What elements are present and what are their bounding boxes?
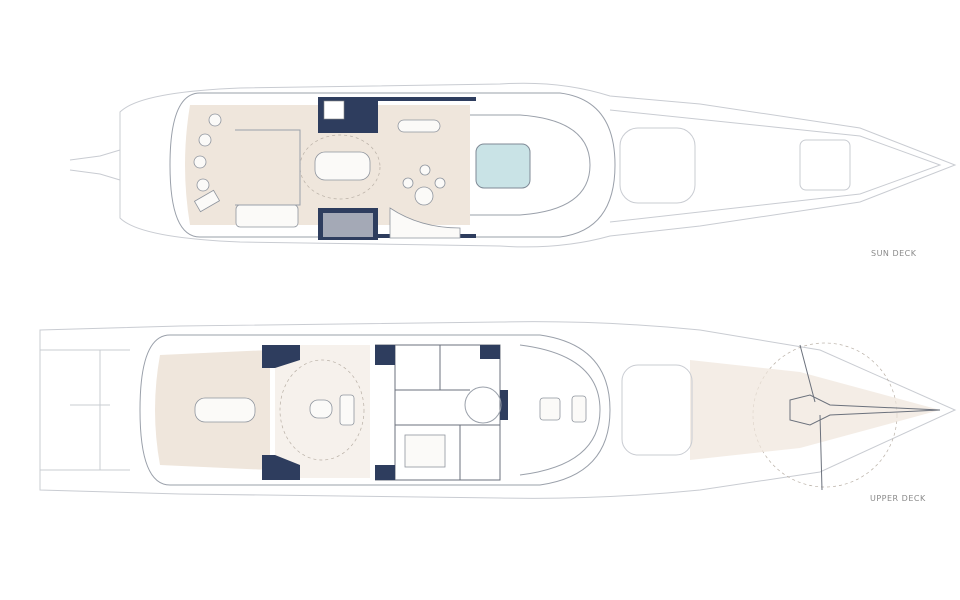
upper-deck-foredeck-floor: [690, 360, 940, 460]
upper-deck-hull-outline: [39, 321, 957, 499]
sun-deck-foredeck-line: [609, 109, 942, 223]
sun-deck-jacuzzi: [475, 143, 531, 189]
sun-deck-hatch: [799, 139, 851, 191]
sun-deck-lounge-chairs: [193, 113, 299, 228]
upper-deck-dining-table: [194, 397, 256, 423]
sun-deck-hull-outline: [119, 82, 957, 248]
sun-deck-dining-table: [314, 151, 371, 181]
upper-deck-windscreen: [621, 364, 693, 456]
upper-deck-superstructure: [139, 334, 611, 486]
sun-deck-label: SUN DECK: [871, 249, 917, 258]
upper-deck-label: UPPER DECK: [870, 494, 926, 503]
upper-deck-navy-block-top: [262, 345, 300, 368]
upper-deck-navy-block-bottom: [262, 455, 300, 480]
sun-deck-stern-mast: [69, 149, 121, 181]
upper-deck-forward-lounge: [519, 344, 601, 476]
sun-deck-sofa: [389, 207, 461, 239]
sun-deck-windscreen: [619, 127, 696, 204]
master-bed: [404, 434, 446, 468]
upper-deck-aft-platform: [40, 349, 130, 471]
spiral-staircase: [464, 386, 502, 424]
sun-deck-bar-counter: [397, 119, 441, 133]
upper-deck-plan: [39, 321, 957, 499]
sun-deck-plan: [69, 82, 957, 248]
sun-deck-superstructure: [169, 92, 616, 238]
upper-deck-coffee-table: [309, 399, 333, 419]
helicopter-icon: [789, 344, 941, 491]
sun-deck-pool-deck: [470, 114, 591, 216]
